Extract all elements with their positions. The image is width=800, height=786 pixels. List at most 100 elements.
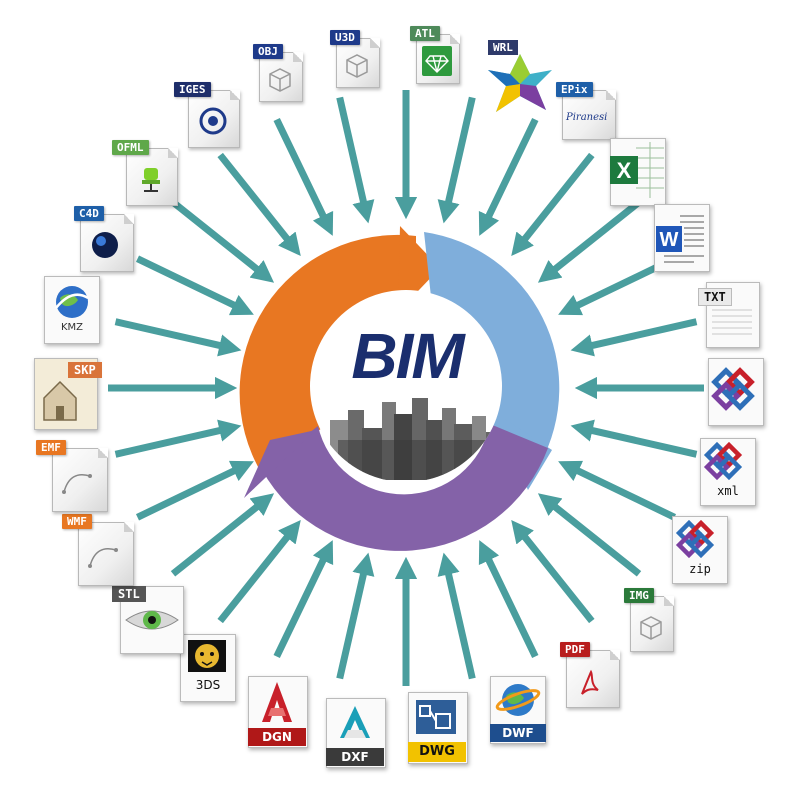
- word-file-icon: W: [654, 204, 710, 272]
- inward-arrow: [558, 460, 677, 521]
- acrobat-icon: [581, 669, 599, 695]
- dxf-icon: [340, 706, 370, 738]
- dwf-label: DWF: [490, 724, 546, 742]
- inward-arrow: [135, 255, 254, 316]
- wrl-label: WRL: [488, 40, 518, 55]
- google-earth-icon: [55, 286, 89, 318]
- wmf-label: WMF: [62, 514, 92, 529]
- inward-arrow: [217, 519, 301, 624]
- txt-file-icon: TXT: [698, 282, 766, 348]
- ifc-xml-icon: [703, 441, 743, 481]
- c4d-file-icon: C4D: [74, 206, 138, 272]
- emf-file-icon: EMF: [36, 440, 110, 512]
- ifczip-file-icon: zip: [672, 516, 728, 584]
- xml-label: xml: [717, 484, 739, 498]
- dwf-file-icon: DWF: [490, 676, 546, 744]
- epix-file-icon: EPix Piranesi: [556, 82, 620, 140]
- ring-purple-segment: [262, 424, 548, 551]
- zip-label: zip: [689, 562, 711, 576]
- u3d-file-icon: U3D: [330, 30, 380, 88]
- globe-icon: [495, 684, 541, 716]
- kmz-label: KMZ: [60, 322, 84, 333]
- word-icon: W: [656, 215, 704, 263]
- cinema4d-icon: [92, 232, 118, 258]
- wmf-file-icon: WMF: [62, 514, 136, 586]
- ifc-zip-icon: [675, 519, 715, 559]
- iges-file-icon: IGES: [174, 82, 240, 148]
- house-icon: [43, 380, 77, 421]
- cheetah-icon: [188, 640, 226, 672]
- inward-arrow: [537, 493, 642, 577]
- dwg-label: DWG: [419, 744, 455, 759]
- inward-arrow: [570, 419, 698, 458]
- atl-file-icon: ATL: [410, 26, 460, 84]
- 3ds-file-icon: 3DS: [180, 634, 240, 702]
- inward-arrow: [273, 540, 334, 659]
- img-label: IMG: [624, 588, 654, 603]
- ifcxml-file-icon: xml: [700, 438, 756, 506]
- txt-label: TXT: [698, 288, 732, 306]
- inward-arrow: [114, 318, 242, 357]
- inward-arrow: [170, 199, 275, 283]
- inward-arrow: [437, 552, 476, 680]
- svg-text:X: X: [617, 158, 632, 183]
- pdf-file-icon: PDF: [560, 642, 624, 708]
- iges-icon: [199, 107, 227, 135]
- ifc-file-icon: [708, 358, 764, 426]
- inward-arrow: [437, 96, 476, 224]
- dwg-icon: [408, 700, 466, 762]
- inward-arrow: [273, 117, 334, 236]
- iges-label: IGES: [174, 82, 211, 97]
- inward-arrow: [114, 419, 242, 458]
- svg-text:W: W: [660, 229, 679, 251]
- obj-file-icon: OBJ: [253, 44, 303, 102]
- inward-arrow: [478, 540, 539, 659]
- gem-icon: [422, 46, 452, 76]
- img-file-icon: IMG: [624, 588, 684, 652]
- 3ds-label: 3DS: [195, 678, 221, 692]
- dgn-label: DGN: [248, 728, 306, 746]
- text-lines-icon: [712, 309, 752, 335]
- cube-icon: [269, 68, 291, 92]
- autocad-icon: [262, 682, 292, 722]
- chair-icon: [142, 168, 160, 192]
- ring-purple-arrowhead: [244, 430, 316, 498]
- star-icon: [488, 54, 552, 112]
- cube-icon: [346, 54, 368, 78]
- curve-icon: [88, 548, 118, 568]
- inward-arrow: [511, 519, 595, 624]
- inward-arrow: [217, 152, 301, 257]
- dxf-file-icon: DXF: [326, 698, 386, 768]
- cube-icon: [640, 616, 662, 640]
- bim-title: BIM: [351, 320, 464, 392]
- obj-label: OBJ: [253, 44, 283, 59]
- emf-label: EMF: [36, 440, 66, 455]
- eye-icon: [125, 610, 179, 630]
- inward-arrow: [537, 199, 642, 283]
- kmz-file-icon: KMZ: [44, 276, 100, 344]
- piranesi-logo: Piranesi: [566, 112, 608, 123]
- inward-arrow: [135, 460, 254, 521]
- ofml-label: OFML: [112, 140, 149, 155]
- inward-arrow: [170, 493, 275, 577]
- ring-orange-segment: [239, 234, 416, 474]
- excel-icon: X: [610, 142, 664, 198]
- epix-label: EPix: [556, 82, 593, 97]
- dxf-label: DXF: [326, 748, 384, 766]
- wrl-file-icon: WRL: [480, 40, 560, 116]
- skp-label: SKP: [68, 362, 102, 378]
- inward-arrow: [570, 318, 698, 357]
- ofml-file-icon: OFML: [112, 140, 178, 206]
- inward-arrow: [336, 96, 375, 224]
- stl-label: STL: [112, 586, 146, 602]
- skp-file-icon: SKP: [34, 358, 114, 430]
- dwg-file-icon: DWG: [408, 692, 468, 764]
- inward-arrow: [511, 152, 595, 257]
- excel-file-icon: X: [610, 138, 666, 206]
- ifc-logo-icon: [711, 367, 755, 411]
- inward-arrow: [336, 552, 375, 680]
- u3d-label: U3D: [330, 30, 360, 45]
- dgn-file-icon: DGN: [248, 676, 308, 748]
